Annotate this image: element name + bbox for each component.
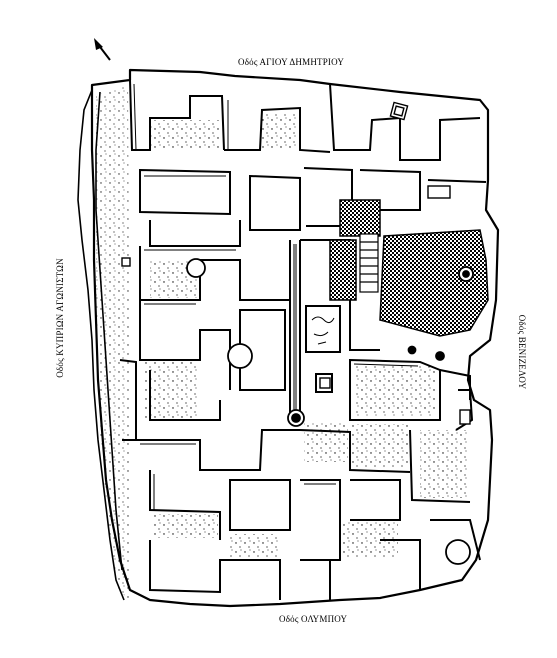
well-circle <box>227 343 253 369</box>
stair-element <box>359 233 379 293</box>
plan-outline <box>90 68 500 608</box>
inscription-mark <box>311 316 335 345</box>
street-label-right: Οδός ΒΕΝΙΖΕΛΟΥ <box>517 314 527 390</box>
small-features <box>121 101 471 425</box>
street-label-top: Οδός ΑΓΙΟΥ ΔΗΜΗΤΡΙΟΥ <box>238 57 345 67</box>
street-label-bottom: Οδός ΟΛΥΜΠΟΥ <box>279 614 348 624</box>
street-label-left: Οδός ΚΥΠΡΙΩΝ ΑΓΩΝΙΣΤΩΝ <box>55 258 65 378</box>
well-circle <box>445 539 471 565</box>
north-arrow-icon <box>94 38 111 61</box>
circular-features <box>186 258 474 565</box>
stipple-fill <box>96 86 468 600</box>
well-circle <box>186 258 206 278</box>
mosaic-floor <box>329 199 489 337</box>
